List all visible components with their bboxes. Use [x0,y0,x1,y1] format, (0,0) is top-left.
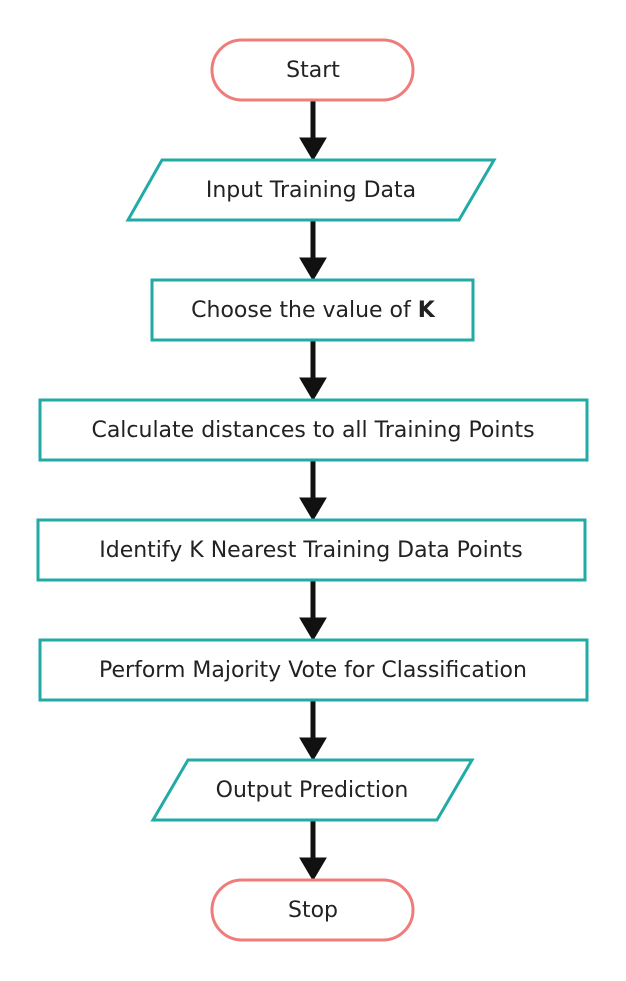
identify-neighbors-label: Identify K Nearest Training Data Points [99,538,523,563]
output-prediction-shape [150,758,475,822]
choose-k-node: Choose the value of K [150,278,475,342]
input-data-label: Input Training Data [206,178,416,203]
input-data-shape [125,158,497,222]
calc-distances-node: Calculate distances to all Training Poin… [38,398,589,462]
arrow-input-to-choose-k [299,220,327,281]
identify-neighbors-node: Identify K Nearest Training Data Points [36,518,587,582]
arrow-identify-to-vote [299,580,327,641]
choose-k-shape [150,278,475,342]
choose-k-label-text: Choose the value of [191,298,418,323]
arrow-vote-to-output [299,700,327,761]
majority-vote-node: Perform Majority Vote for Classification [38,638,589,702]
output-prediction-node: Output Prediction [150,758,475,822]
arrow-calc-to-identify [299,460,327,521]
arrow-choose-k-to-calc [299,340,327,401]
connectors [299,101,327,881]
output-prediction-label: Output Prediction [216,778,409,803]
stop-node: Stop [210,878,415,942]
arrow-start-to-input [299,101,327,161]
start-label: Start [286,58,340,83]
majority-vote-shape [38,638,589,702]
choose-k-label-k: K [418,298,436,323]
choose-k-label: Choose the value of K [191,298,436,323]
majority-vote-label: Perform Majority Vote for Classification [99,658,527,683]
calc-distances-shape [38,398,589,462]
arrow-output-to-stop [299,820,327,881]
stop-label: Stop [288,898,338,923]
identify-neighbors-shape [36,518,587,582]
start-node: Start [210,38,415,102]
calc-distances-label: Calculate distances to all Training Poin… [91,418,534,443]
stop-shape [210,878,415,942]
start-shape [210,38,415,102]
input-data-node: Input Training Data [125,158,497,222]
